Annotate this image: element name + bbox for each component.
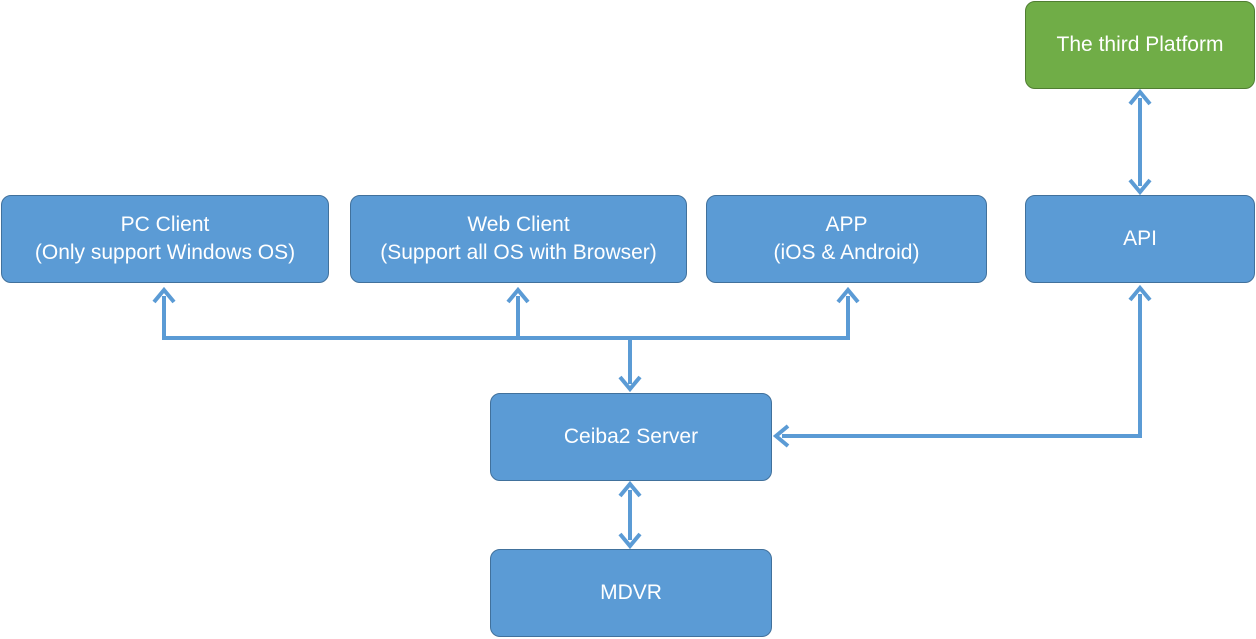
connector-bus-server bbox=[618, 338, 642, 393]
ceiba2-server-node[interactable]: Ceiba2 Server bbox=[490, 393, 772, 481]
web-client-node[interactable]: Web Client (Support all OS with Browser) bbox=[350, 195, 687, 283]
ceiba2-server-label: Ceiba2 Server bbox=[563, 425, 699, 448]
api-label: API bbox=[1123, 227, 1157, 250]
app-title: APP bbox=[825, 213, 868, 236]
connector-api-server bbox=[772, 284, 1152, 448]
third-platform-label: The third Platform bbox=[1056, 33, 1224, 56]
mdvr-node[interactable]: MDVR bbox=[490, 549, 772, 637]
web-client-subtitle: (Support all OS with Browser) bbox=[380, 241, 657, 264]
api-node[interactable]: API bbox=[1025, 195, 1255, 283]
connector-server-mdvr bbox=[618, 480, 642, 550]
pc-client-subtitle: (Only support Windows OS) bbox=[34, 241, 296, 264]
third-platform-node[interactable]: The third Platform bbox=[1025, 1, 1255, 89]
pc-client-node[interactable]: PC Client (Only support Windows OS) bbox=[1, 195, 329, 283]
mdvr-label: MDVR bbox=[600, 581, 662, 604]
connector-client-bus bbox=[152, 286, 860, 340]
pc-client-title: PC Client bbox=[120, 213, 210, 236]
app-subtitle: (iOS & Android) bbox=[773, 241, 920, 264]
app-node[interactable]: APP (iOS & Android) bbox=[706, 195, 987, 283]
connector-platform-api bbox=[1128, 88, 1152, 196]
web-client-title: Web Client bbox=[467, 213, 570, 236]
